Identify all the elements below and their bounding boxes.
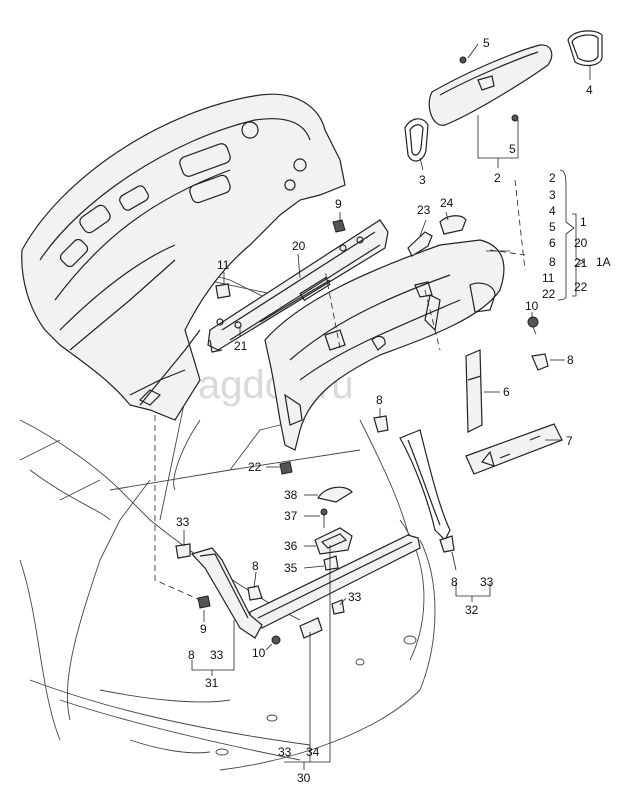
callout-5: 5 [509, 142, 516, 156]
part-8-clip-left [247, 585, 263, 601]
callout-22: 22 [248, 460, 262, 474]
callout-20: 20 [574, 236, 588, 250]
callout-8: 8 [188, 648, 195, 662]
callout-33: 33 [210, 648, 224, 662]
tailgate-panel [21, 93, 346, 421]
part-8-clip-right [531, 353, 549, 371]
leader-lines [183, 43, 591, 770]
part-9-screw-left [197, 595, 211, 609]
callout-35: 35 [284, 561, 298, 575]
part-31-side-trim-left [190, 547, 263, 639]
callout-10: 10 [525, 299, 539, 313]
callout-8: 8 [376, 393, 383, 407]
part-7-warning-triangle-holder [465, 423, 563, 475]
callout-8: 8 [549, 255, 556, 269]
callout-10: 10 [252, 646, 266, 660]
callout-1A: 1A [596, 255, 611, 269]
part-37-screw [320, 508, 328, 528]
part-10-screw-left [271, 635, 281, 645]
part-33-clip-left [175, 543, 191, 559]
callout-3: 3 [549, 188, 556, 202]
part-20-upper-trim [207, 219, 389, 353]
callout-5: 5 [483, 36, 490, 50]
callout-8: 8 [451, 575, 458, 589]
callout-4: 4 [586, 83, 593, 97]
callout-21: 21 [234, 339, 248, 353]
part-10-screw-right [527, 316, 539, 335]
callout-30: 30 [297, 771, 311, 785]
part-11-clip [215, 283, 231, 299]
part-2-window-panel [428, 44, 553, 126]
part-32-side-trim [399, 429, 451, 542]
callout-33: 33 [480, 575, 494, 589]
callout-9: 9 [335, 197, 342, 211]
callout-2: 2 [494, 171, 501, 185]
part-4-seal [567, 30, 603, 67]
callout-11: 11 [217, 258, 230, 272]
callout-32: 32 [465, 603, 479, 617]
part-8-clip-lower-right [439, 535, 455, 553]
callout-36: 36 [284, 539, 298, 553]
callout-3: 3 [419, 173, 426, 187]
part-9-screw-upper [332, 219, 346, 233]
callout-38: 38 [284, 488, 298, 502]
callout-8: 8 [252, 559, 259, 573]
callout-23: 23 [417, 203, 431, 217]
part-36-housing [314, 527, 353, 555]
callout-6: 6 [549, 236, 556, 250]
callout-2: 2 [549, 171, 556, 185]
callout-33: 33 [176, 515, 190, 529]
callout-5: 5 [549, 220, 556, 234]
callout-24: 24 [440, 196, 454, 210]
part-6-strip [465, 349, 483, 433]
callout-11: 11 [542, 271, 555, 285]
callout-33: 33 [348, 590, 362, 604]
callout-20: 20 [292, 239, 306, 253]
callout-22: 22 [542, 287, 556, 301]
callout-9: 9 [200, 622, 207, 636]
callout-8: 8 [567, 353, 574, 367]
part-24-cap [439, 215, 467, 235]
callout-labels: 5 4 5 3 2 2 3 4 5 6 8 11 22 1 20 21 22 1… [176, 36, 611, 785]
callout-34: 34 [306, 745, 320, 759]
callout-31: 31 [205, 676, 219, 690]
callout-6: 6 [503, 385, 510, 399]
part-8-clip-middle [373, 415, 389, 433]
callout-7: 7 [566, 434, 573, 448]
callout-33: 33 [278, 745, 292, 759]
callout-4: 4 [549, 204, 556, 218]
callout-1: 1 [580, 215, 587, 229]
part-22-clip [279, 461, 293, 475]
part-38-cover [317, 486, 353, 503]
callout-37: 37 [284, 509, 298, 523]
part-35-clip [323, 555, 339, 571]
callout-21: 21 [574, 256, 588, 270]
callout-22: 22 [574, 280, 588, 294]
part-3-gasket [404, 118, 429, 162]
part-23-bracket [407, 231, 433, 257]
part-34-clip [299, 617, 323, 639]
